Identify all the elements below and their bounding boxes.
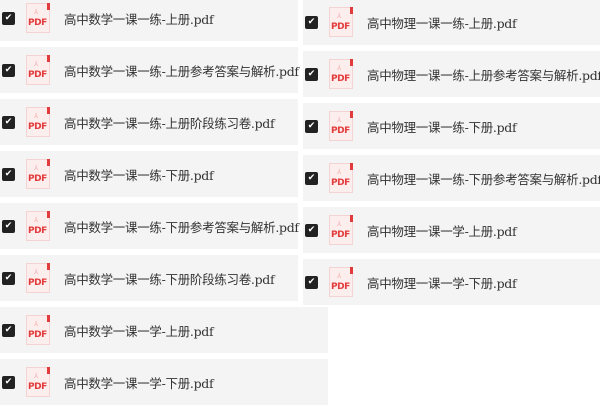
file-row[interactable]: ✔ ⅄PDF 高中数学一课一练-下册.pdf [0,151,298,197]
pdf-file-icon: ⅄PDF [26,211,50,241]
file-name: 高中物理一课一练-下册参考答案与解析.pdf [367,171,600,187]
file-name: 高中物理一课一练-上册.pdf [367,15,517,31]
file-row[interactable]: ✔ ⅄PDF 高中物理一课一练-下册参考答案与解析.pdf [303,155,600,201]
pdf-file-icon: ⅄PDF [26,159,50,189]
file-row[interactable]: ✔ ⅄PDF 高中物理一课一练-上册.pdf [303,0,600,45]
pdf-file-icon: ⅄PDF [329,7,353,37]
file-name: 高中数学一课一练-上册阶段练习卷.pdf [64,115,275,131]
file-name: 高中物理一课一学-上册.pdf [367,223,517,239]
pdf-file-icon: ⅄PDF [26,263,50,293]
pdf-file-icon: ⅄PDF [329,215,353,245]
checkbox[interactable]: ✔ [2,63,15,77]
file-name: 高中物理一课一练-上册参考答案与解析.pdf [367,67,600,83]
checkbox[interactable]: ✔ [305,15,318,29]
file-name: 高中数学一课一练-上册.pdf [64,11,214,27]
file-name: 高中物理一课一练-下册.pdf [367,119,517,135]
checkbox[interactable]: ✔ [305,171,318,185]
file-row[interactable]: ✔ ⅄PDF 高中数学一课一学-上册.pdf [0,307,328,353]
file-row[interactable]: ✔ ⅄PDF 高中物理一课一学-上册.pdf [303,207,600,253]
file-name: 高中数学一课一练-上册参考答案与解析.pdf [64,63,299,79]
file-row[interactable]: ✔ ⅄PDF 高中数学一课一练-上册.pdf [0,0,298,41]
checkbox[interactable]: ✔ [2,115,15,129]
file-row[interactable]: ✔ ⅄PDF 高中数学一课一练-下册参考答案与解析.pdf [0,203,299,249]
pdf-file-icon: ⅄PDF [329,163,353,193]
file-name: 高中数学一课一练-下册参考答案与解析.pdf [64,219,299,235]
pdf-file-icon: ⅄PDF [26,315,50,345]
file-row[interactable]: ✔ ⅄PDF 高中数学一课一练-上册参考答案与解析.pdf [0,47,299,93]
checkbox[interactable]: ✔ [305,67,318,81]
pdf-file-icon: ⅄PDF [26,3,50,33]
checkbox[interactable]: ✔ [305,275,318,289]
file-name: 高中数学一课一学-下册.pdf [64,375,214,391]
file-row[interactable]: ✔ ⅄PDF 高中物理一课一练-下册.pdf [303,103,600,149]
checkbox[interactable]: ✔ [2,11,15,25]
checkbox[interactable]: ✔ [2,167,15,181]
checkbox[interactable]: ✔ [305,119,318,133]
file-row[interactable]: ✔ ⅄PDF 高中数学一课一学-下册.pdf [0,359,328,405]
checkbox[interactable]: ✔ [2,219,15,233]
pdf-file-icon: ⅄PDF [26,107,50,137]
file-row[interactable]: ✔ ⅄PDF 高中物理一课一学-下册.pdf [303,259,600,305]
file-row[interactable]: ✔ ⅄PDF 高中数学一课一练-上册阶段练习卷.pdf [0,99,298,145]
pdf-file-icon: ⅄PDF [26,55,50,85]
file-name: 高中数学一课一学-上册.pdf [64,323,214,339]
checkbox[interactable]: ✔ [305,223,318,237]
checkbox[interactable]: ✔ [2,271,15,285]
file-name: 高中数学一课一练-下册阶段练习卷.pdf [64,271,275,287]
checkbox[interactable]: ✔ [2,323,15,337]
file-row[interactable]: ✔ ⅄PDF 高中物理一课一练-上册参考答案与解析.pdf [303,51,600,97]
file-row[interactable]: ✔ ⅄PDF 高中数学一课一练-下册阶段练习卷.pdf [0,255,298,301]
pdf-file-icon: ⅄PDF [26,367,50,397]
file-name: 高中物理一课一学-下册.pdf [367,275,517,291]
pdf-file-icon: ⅄PDF [329,111,353,141]
file-name: 高中数学一课一练-下册.pdf [64,167,214,183]
pdf-file-icon: ⅄PDF [329,267,353,297]
pdf-file-icon: ⅄PDF [329,59,353,89]
checkbox[interactable]: ✔ [2,375,15,389]
